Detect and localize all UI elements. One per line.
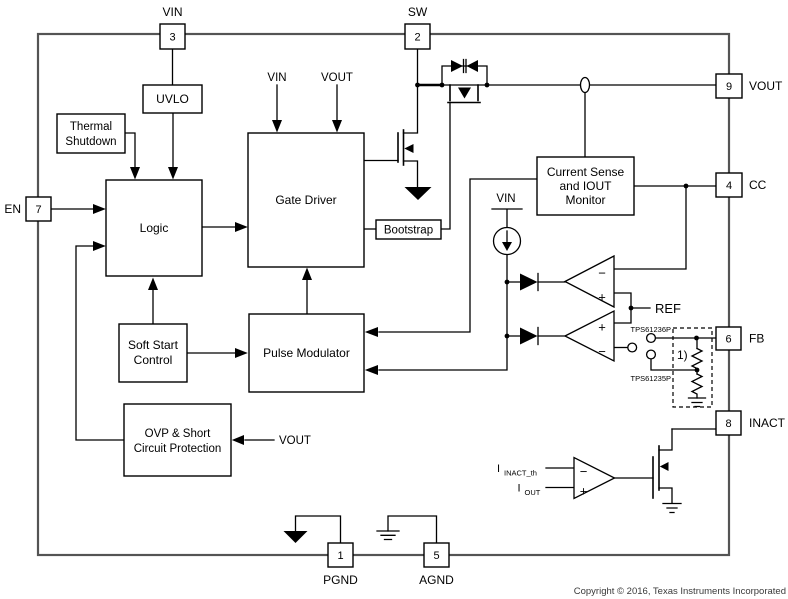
block-label: and IOUT <box>559 179 612 193</box>
sense-element-icon <box>579 76 591 94</box>
pin-en: 7 EN <box>4 196 52 222</box>
block-label: UVLO <box>156 92 189 106</box>
gate-driver-vout-label: VOUT <box>321 72 353 84</box>
pin-agnd: 5 AGND <box>419 542 454 587</box>
block-gate-driver: Gate Driver <box>247 132 365 268</box>
diode-lower <box>506 326 566 346</box>
diode-upper <box>506 272 566 292</box>
body-diode-pair <box>441 58 488 86</box>
ground-icon <box>376 530 400 541</box>
feedback-divider <box>672 327 713 408</box>
pin-label: EN <box>4 202 21 216</box>
device-select-switch <box>627 332 657 360</box>
power-ground-symbol <box>404 187 432 200</box>
variant-upper-label: TPS61236P <box>631 325 671 334</box>
pin-label: CC <box>749 178 767 192</box>
inact-comparator: − + <box>573 456 616 500</box>
copyright-text: Copyright © 2016, Texas Instruments Inco… <box>574 586 786 597</box>
iout-subscript: OUT <box>525 488 541 497</box>
pin-label: VIN <box>162 5 182 19</box>
block-label: Pulse Modulator <box>263 346 350 360</box>
block-label: Current Sense <box>547 165 625 179</box>
inact-threshold-subscript: INACT_th <box>504 469 537 478</box>
pin-number: 6 <box>725 334 731 346</box>
pin-number: 7 <box>35 204 41 216</box>
block-label: OVP & Short <box>145 428 211 440</box>
minus-sign: − <box>580 464 588 479</box>
pin-number: 8 <box>725 418 731 430</box>
ref-label: REF <box>655 301 681 316</box>
current-source <box>491 208 523 256</box>
current-source-vin-label: VIN <box>496 193 515 205</box>
pin-label: AGND <box>419 573 454 587</box>
error-amp-lower: + − <box>563 309 615 363</box>
plus-sign: + <box>598 320 606 335</box>
pin-cc: 4 CC <box>715 172 767 198</box>
gate-driver-vin-label: VIN <box>267 72 286 84</box>
pin-label: INACT <box>749 416 786 430</box>
pin-label: FB <box>749 332 764 346</box>
pin-vout: 9 VOUT <box>715 73 783 99</box>
block-label: Soft Start <box>128 338 179 352</box>
block-label: Shutdown <box>65 136 116 148</box>
ground-icon <box>662 502 682 514</box>
chip-boundary <box>36 32 731 557</box>
block-label: Bootstrap <box>384 225 433 237</box>
block-label: Gate Driver <box>275 193 336 207</box>
pin-sw: 2 SW <box>404 5 431 50</box>
inact-threshold-label: I <box>497 463 500 475</box>
block-uvlo: UVLO <box>142 84 203 114</box>
block-bootstrap: Bootstrap <box>375 219 442 240</box>
note-label: 1) <box>677 348 688 362</box>
pgnd-symbol <box>283 515 342 544</box>
iout-label: I <box>518 483 521 495</box>
wires <box>50 47 717 489</box>
pin-number: 4 <box>726 180 732 192</box>
block-pulse-modulator: Pulse Modulator <box>248 313 365 393</box>
pin-number: 2 <box>414 32 420 44</box>
block-label: Monitor <box>565 193 605 207</box>
agnd-symbol <box>376 515 438 544</box>
ground-icon <box>687 397 707 408</box>
pin-vin: 3 VIN <box>159 5 186 50</box>
block-thermal-shutdown: Thermal Shutdown <box>56 113 126 154</box>
block-label: Control <box>134 353 173 367</box>
pin-label: PGND <box>323 573 358 587</box>
minus-sign: − <box>598 344 606 359</box>
pin-label: VOUT <box>749 79 783 93</box>
pin-number: 1 <box>337 550 343 562</box>
low-side-mosfet <box>363 84 432 200</box>
block-soft-start: Soft Start Control <box>118 323 188 383</box>
pin-pgnd: 1 PGND <box>323 542 358 587</box>
block-label: Circuit Protection <box>134 443 222 455</box>
pin-number: 3 <box>169 32 175 44</box>
pin-number: 5 <box>433 550 439 562</box>
plus-sign: + <box>598 290 606 305</box>
block-ovp: OVP & Short Circuit Protection <box>123 403 232 477</box>
block-label: Logic <box>140 221 169 235</box>
plus-sign: + <box>580 484 588 499</box>
block-logic: Logic <box>105 179 203 277</box>
minus-sign: − <box>598 266 606 281</box>
block-label: Thermal <box>70 121 112 133</box>
pin-label: SW <box>408 5 428 19</box>
pin-inact: 8 INACT <box>715 410 786 436</box>
ovp-vout-label: VOUT <box>279 435 311 447</box>
sync-rectifier-fet <box>447 84 481 104</box>
pin-fb: 6 FB <box>715 326 764 351</box>
pin-number: 9 <box>726 81 732 93</box>
block-current-sense: Current Sense and IOUT Monitor <box>536 156 635 216</box>
inact-mosfet <box>652 428 682 514</box>
error-amp-upper: − + <box>563 254 615 309</box>
variant-lower-label: TPS61235P <box>631 374 671 383</box>
